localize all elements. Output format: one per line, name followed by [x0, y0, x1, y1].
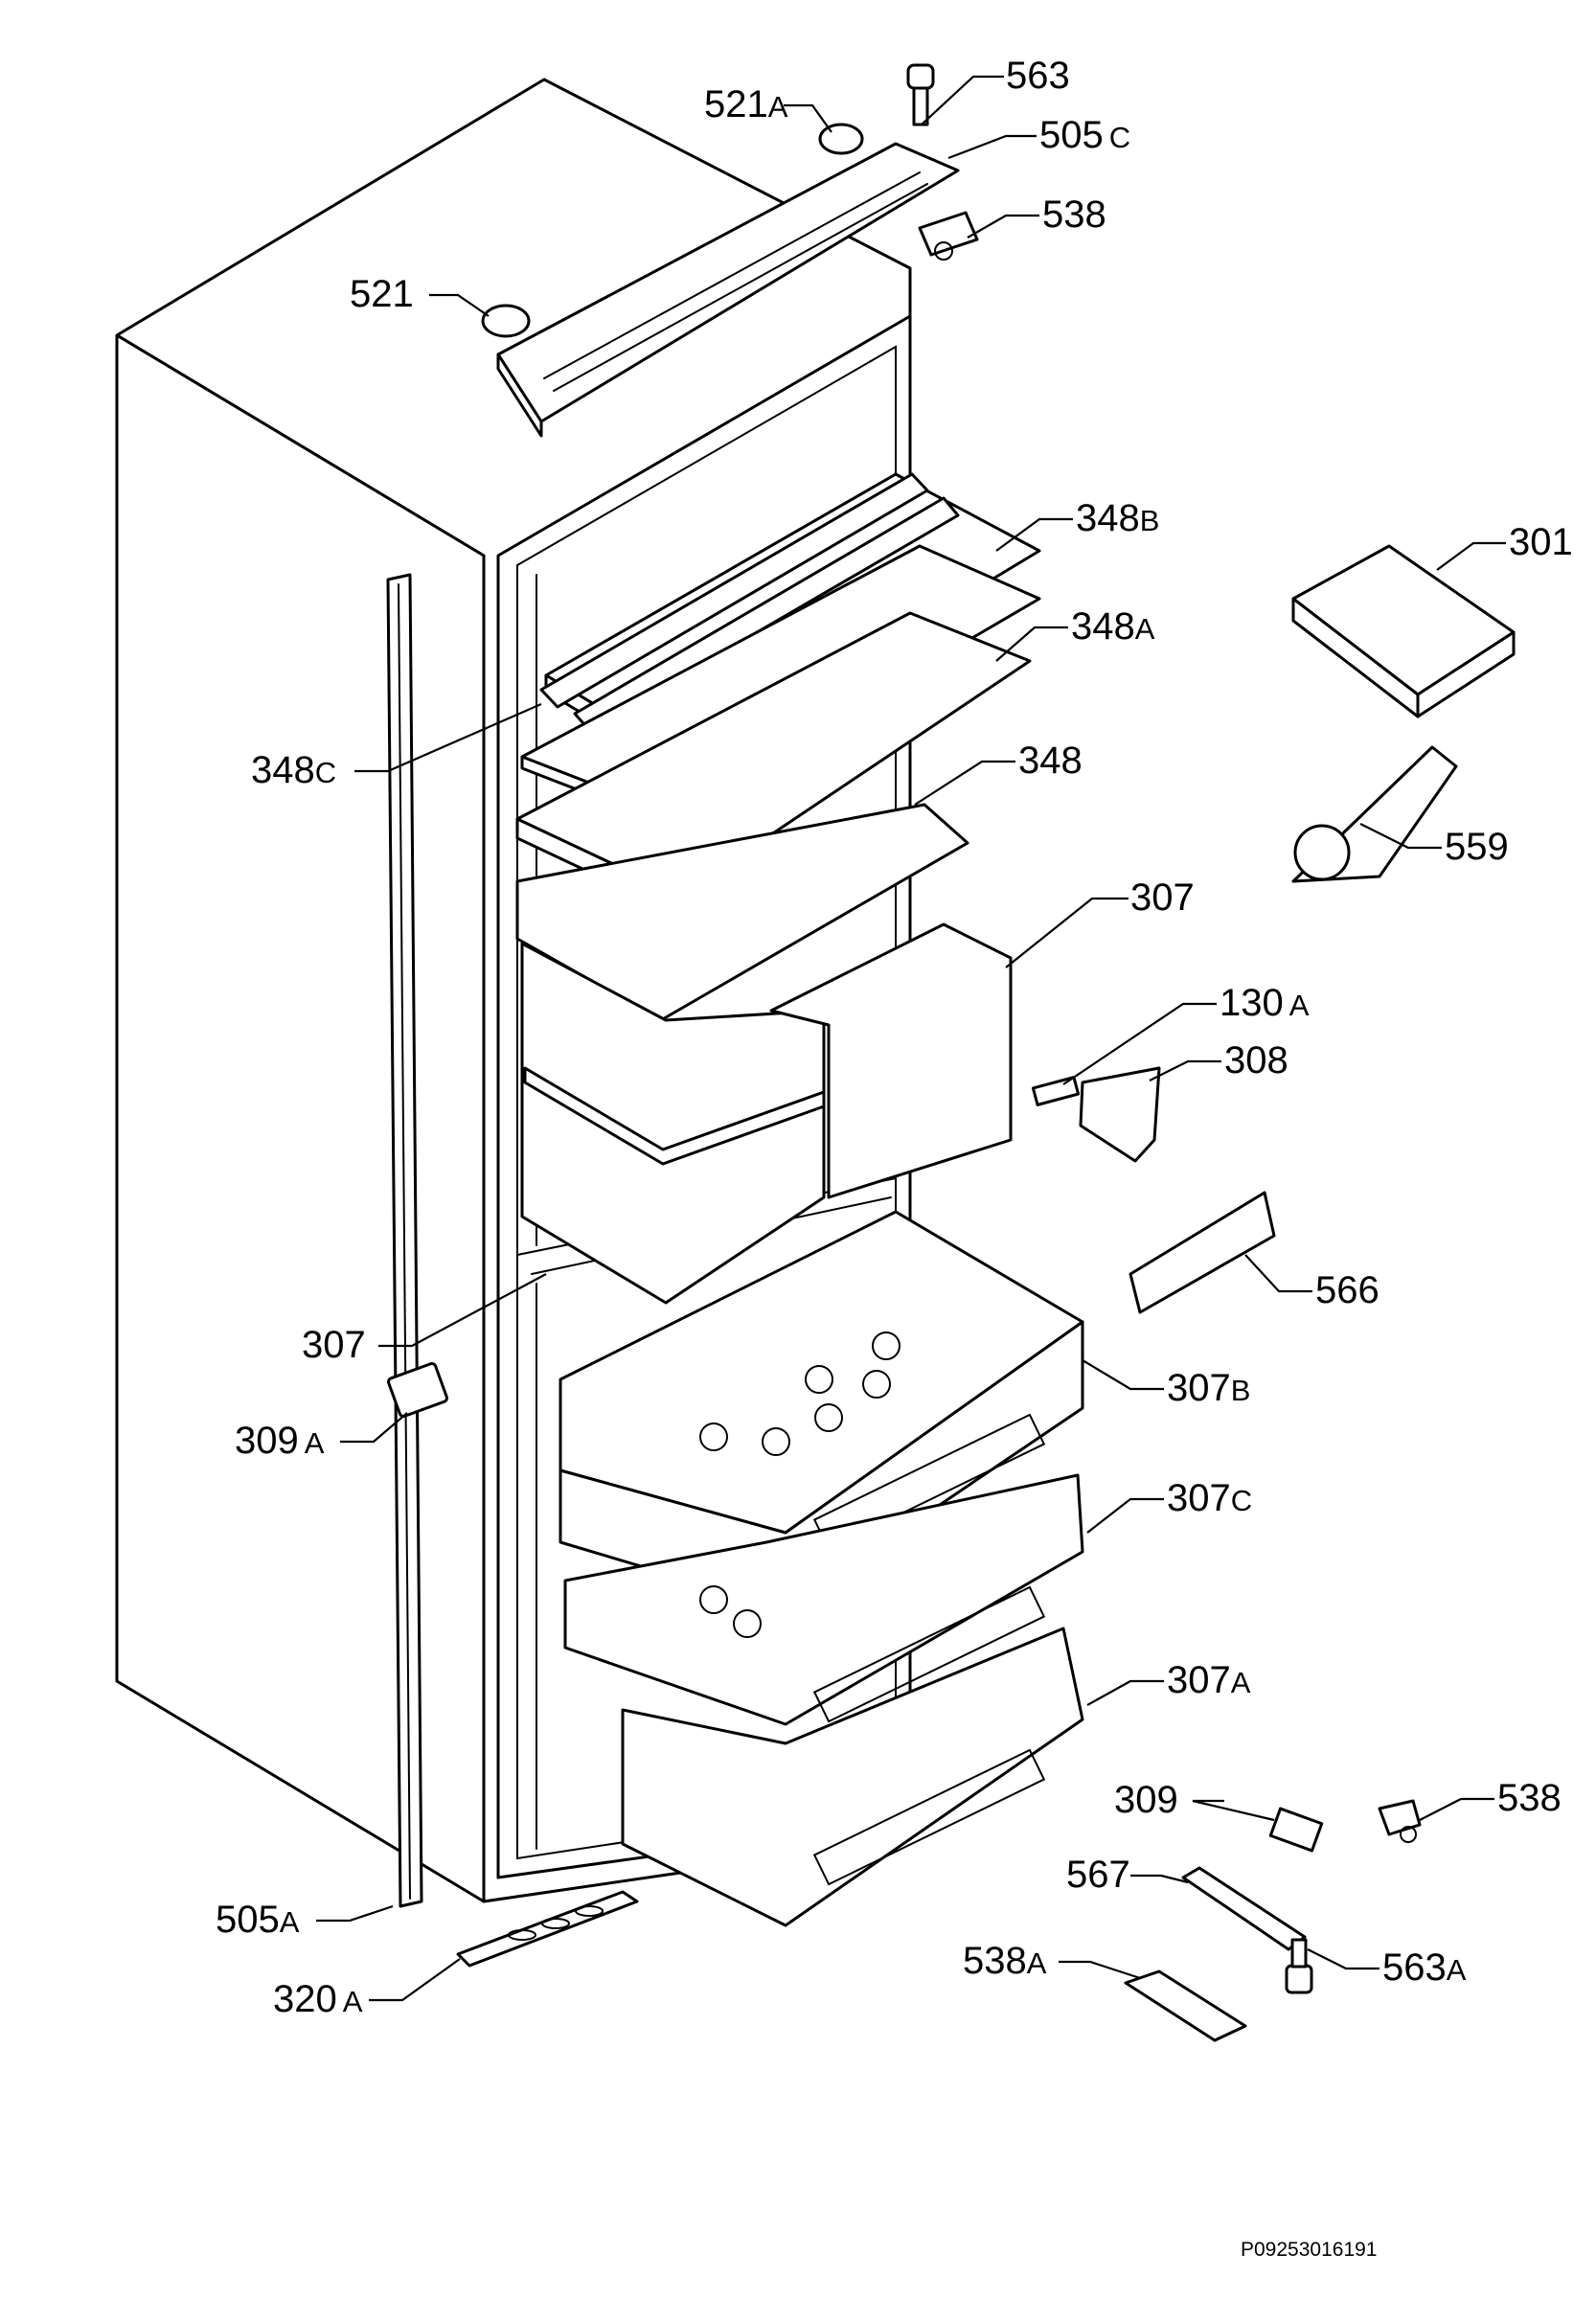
callout-348: 348 — [1018, 740, 1083, 782]
cap-521 — [481, 304, 531, 338]
hinge-bracket-320a — [456, 1890, 639, 1968]
callout-538a: 538A — [963, 1940, 1047, 1982]
screw-563 — [906, 63, 935, 126]
clip-309 — [1268, 1807, 1324, 1853]
drawer-307b — [559, 1210, 1084, 1611]
callout-348a: 348A — [1071, 605, 1155, 648]
seal-clip-309a — [387, 1362, 448, 1418]
holder-566 — [1129, 1191, 1276, 1314]
top-cover-505c — [496, 142, 960, 438]
callout-559: 559 — [1445, 826, 1509, 868]
leader-lines — [316, 75, 1506, 2002]
part-130a — [1031, 1076, 1081, 1106]
callout-538-top: 538 — [1042, 193, 1106, 236]
callout-566: 566 — [1315, 1269, 1379, 1311]
crisper-right — [769, 922, 1013, 1199]
hinge-538-bottom — [1378, 1799, 1422, 1843]
callout-307-upper: 307 — [1130, 876, 1195, 919]
callout-521a: 521A — [704, 83, 788, 125]
callout-309: 309 — [1114, 1779, 1178, 1821]
drawer-307c — [563, 1473, 1084, 1726]
callout-563: 563 — [1006, 55, 1070, 97]
hinge-538-top — [918, 211, 979, 261]
callout-308: 308 — [1224, 1039, 1288, 1081]
callout-307-lower: 307 — [302, 1324, 366, 1366]
callout-521: 521 — [350, 273, 414, 315]
callout-563a: 563A — [1382, 1946, 1467, 1989]
callout-538-bottom: 538 — [1497, 1777, 1562, 1819]
callout-505a: 505A — [216, 1899, 300, 1941]
crisper-left — [520, 942, 826, 1305]
drawer-307a — [621, 1627, 1084, 1927]
hinge-538a — [1124, 1969, 1247, 2042]
drawing-reference-number: P09253016191 — [1241, 2239, 1377, 2261]
cap-521a — [818, 123, 864, 155]
callout-567: 567 — [1066, 1854, 1130, 1896]
screw-563a — [1285, 1938, 1313, 1994]
callout-307c: 307C — [1167, 1477, 1252, 1519]
callout-301: 301 — [1509, 521, 1573, 563]
ice-tray-301 — [1291, 544, 1516, 718]
bracket-308 — [1079, 1066, 1161, 1163]
callout-348b: 348B — [1076, 497, 1159, 539]
knob-housing-559 — [1291, 745, 1458, 883]
glass-plate-307 — [515, 803, 969, 1022]
callout-348c: 348C — [251, 749, 336, 791]
callout-307a: 307A — [1167, 1659, 1251, 1701]
callout-307b: 307B — [1167, 1367, 1250, 1409]
plate-567 — [1181, 1866, 1307, 1951]
door-seal-505a — [386, 573, 423, 1908]
